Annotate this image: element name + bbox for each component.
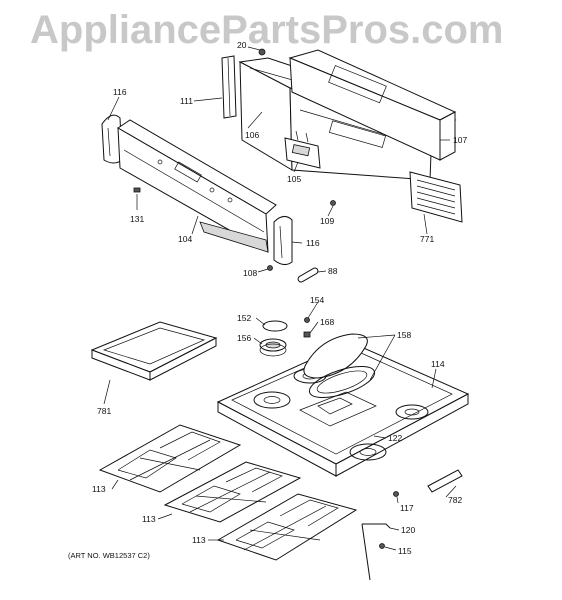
callout-114: 114: [431, 359, 445, 369]
part-116-right-end-cap[interactable]: [273, 216, 293, 266]
callout-771: 771: [420, 234, 434, 244]
callout-labels: 20 116 111 106 107 105 131 104 109 771 1…: [92, 40, 467, 556]
part-120-rod[interactable]: [361, 523, 391, 581]
callout-781: 781: [97, 406, 111, 416]
callout-152: 152: [237, 313, 251, 323]
part-152-burner-cap[interactable]: [262, 320, 288, 332]
part-117-screw[interactable]: [393, 491, 399, 497]
callout-117: 117: [400, 503, 414, 513]
callout-113-bottom: 113: [192, 535, 206, 545]
callout-122: 122: [388, 433, 402, 443]
part-104-control-panel[interactable]: [117, 119, 277, 253]
callout-116-right: 116: [306, 238, 320, 248]
callout-782: 782: [448, 495, 462, 505]
callout-88: 88: [328, 266, 338, 276]
callout-115: 115: [398, 546, 412, 556]
part-156-burner-head[interactable]: [259, 338, 287, 357]
part-109-screw[interactable]: [330, 200, 336, 206]
part-88-pin[interactable]: [297, 267, 319, 283]
callout-106: 106: [245, 130, 259, 140]
part-168-orifice[interactable]: [303, 331, 311, 338]
art-number: (ART NO. WB12537 C2): [68, 551, 150, 560]
callout-104: 104: [178, 234, 192, 244]
part-113-grate-right[interactable]: [216, 493, 358, 561]
callout-158: 158: [397, 330, 411, 340]
callout-113-middle: 113: [142, 514, 156, 524]
callout-154: 154: [310, 295, 324, 305]
part-114-cooktop[interactable]: [216, 341, 470, 477]
callout-109: 109: [320, 216, 334, 226]
part-107-top-cover[interactable]: [288, 49, 457, 161]
callout-107: 107: [453, 135, 467, 145]
callout-156: 156: [237, 333, 251, 343]
part-154-screw[interactable]: [304, 317, 310, 323]
callout-131: 131: [130, 214, 144, 224]
part-158-oval-burner[interactable]: [303, 333, 378, 404]
part-113-grate-left[interactable]: [98, 424, 242, 493]
callout-20: 20: [237, 40, 247, 50]
part-113-grate-middle[interactable]: [163, 461, 302, 523]
callout-108: 108: [243, 268, 257, 278]
part-781-griddle[interactable]: [90, 321, 218, 381]
callout-120: 120: [401, 525, 415, 535]
callout-111: 111: [180, 96, 193, 106]
part-20-screw[interactable]: [258, 48, 266, 56]
watermark-text: AppliancePartsPros.com: [30, 8, 504, 52]
part-108-screw[interactable]: [267, 265, 273, 271]
callout-105: 105: [287, 174, 301, 184]
part-105-control-board[interactable]: [284, 130, 321, 169]
leader-lines: [103, 46, 457, 551]
callout-113-top: 113: [92, 484, 106, 494]
part-771-vent-grille[interactable]: [409, 171, 463, 223]
part-111-side-bracket[interactable]: [221, 55, 237, 119]
part-782-bracket[interactable]: [427, 469, 463, 493]
part-115-screw[interactable]: [379, 543, 385, 549]
callout-168: 168: [320, 317, 334, 327]
callout-116-left: 116: [113, 87, 127, 97]
part-131-screw[interactable]: [133, 187, 141, 193]
